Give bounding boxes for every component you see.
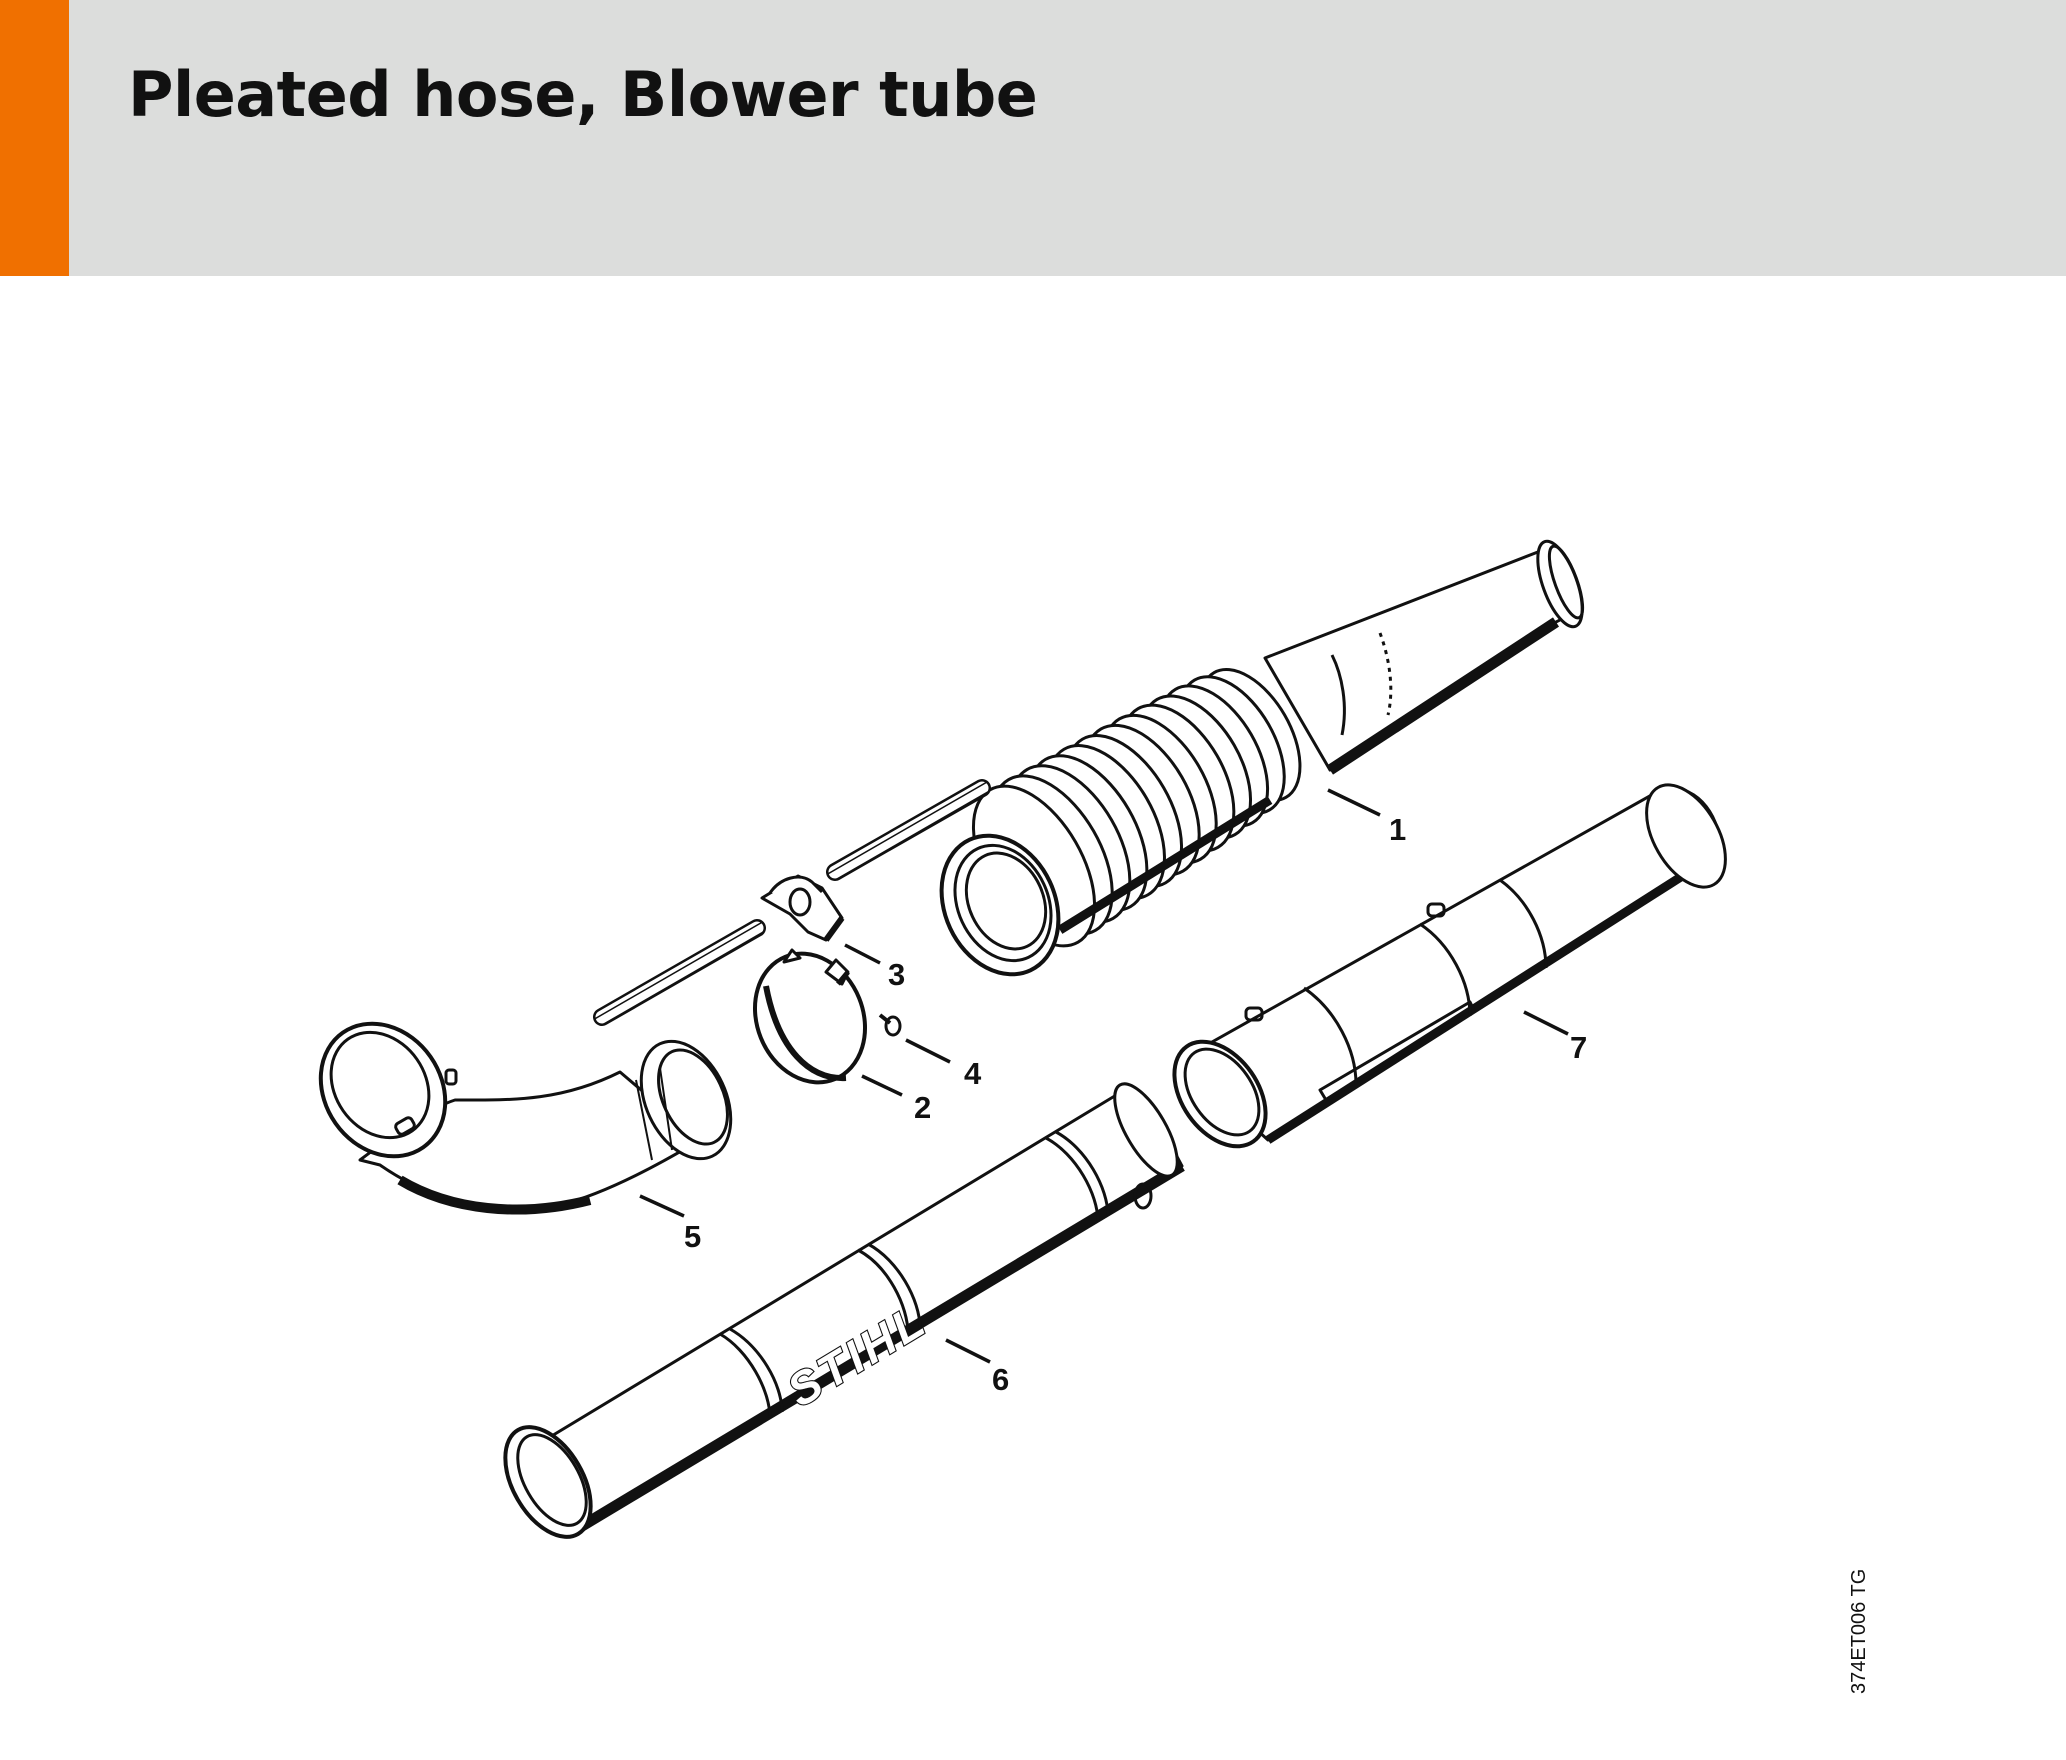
page-title: Pleated hose, Blower tube (128, 58, 1038, 131)
callout-3: 3 (888, 957, 905, 992)
callout-7: 7 (1570, 1030, 1587, 1065)
threaded-rod-icon (593, 919, 766, 1026)
callout-5: 5 (684, 1219, 701, 1254)
clamp-bracket-icon (760, 874, 845, 942)
callout-leaders (639, 788, 1569, 1364)
elbow-tube-icon (318, 1021, 733, 1215)
header-band (0, 0, 2066, 276)
pleated-hose-icon (939, 539, 1585, 977)
drawing-code: 374ET006 TG (1848, 1569, 1870, 1694)
screw-icon (878, 1013, 902, 1037)
accent-bar (0, 0, 69, 276)
blower-tube-icon (503, 1082, 1185, 1539)
callout-6: 6 (992, 1362, 1009, 1397)
blower-tube-icon (1172, 783, 1727, 1149)
callout-2: 2 (914, 1090, 931, 1125)
callout-4: 4 (964, 1056, 982, 1091)
callout-1: 1 (1389, 812, 1406, 847)
hose-clamp-icon (752, 948, 868, 1085)
threaded-rod-icon (826, 779, 991, 881)
